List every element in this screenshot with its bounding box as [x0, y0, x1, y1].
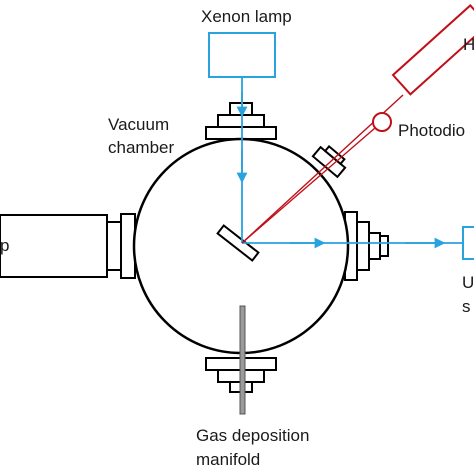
- gas-manifold-tube: [239, 305, 246, 415]
- right-detector-box: [462, 226, 474, 260]
- top-port-flange: [205, 102, 277, 140]
- sample-substrate: [216, 224, 260, 262]
- vacuum-label-line1: Vacuum: [108, 115, 169, 134]
- gas-label-line1: Gas deposition: [196, 426, 309, 445]
- right-port-flange: [344, 211, 389, 281]
- vacuum-label-line2: chamber: [108, 138, 174, 157]
- uv-beam: [236, 77, 462, 249]
- laser-label-partial: H: [463, 35, 474, 54]
- laser-box: [391, 3, 474, 96]
- xenon-lamp-label: Xenon lamp: [201, 7, 292, 26]
- photodiode-icon: [372, 112, 392, 132]
- photodiode-label: Photodio: [398, 121, 465, 140]
- right-label-line2: s: [462, 297, 471, 316]
- xenon-lamp-box: [208, 32, 276, 78]
- left-instrument: [0, 213, 136, 279]
- left-instrument-label: p: [0, 236, 9, 255]
- gas-label-line2: manifold: [196, 450, 260, 469]
- right-label-line1: U: [462, 273, 474, 292]
